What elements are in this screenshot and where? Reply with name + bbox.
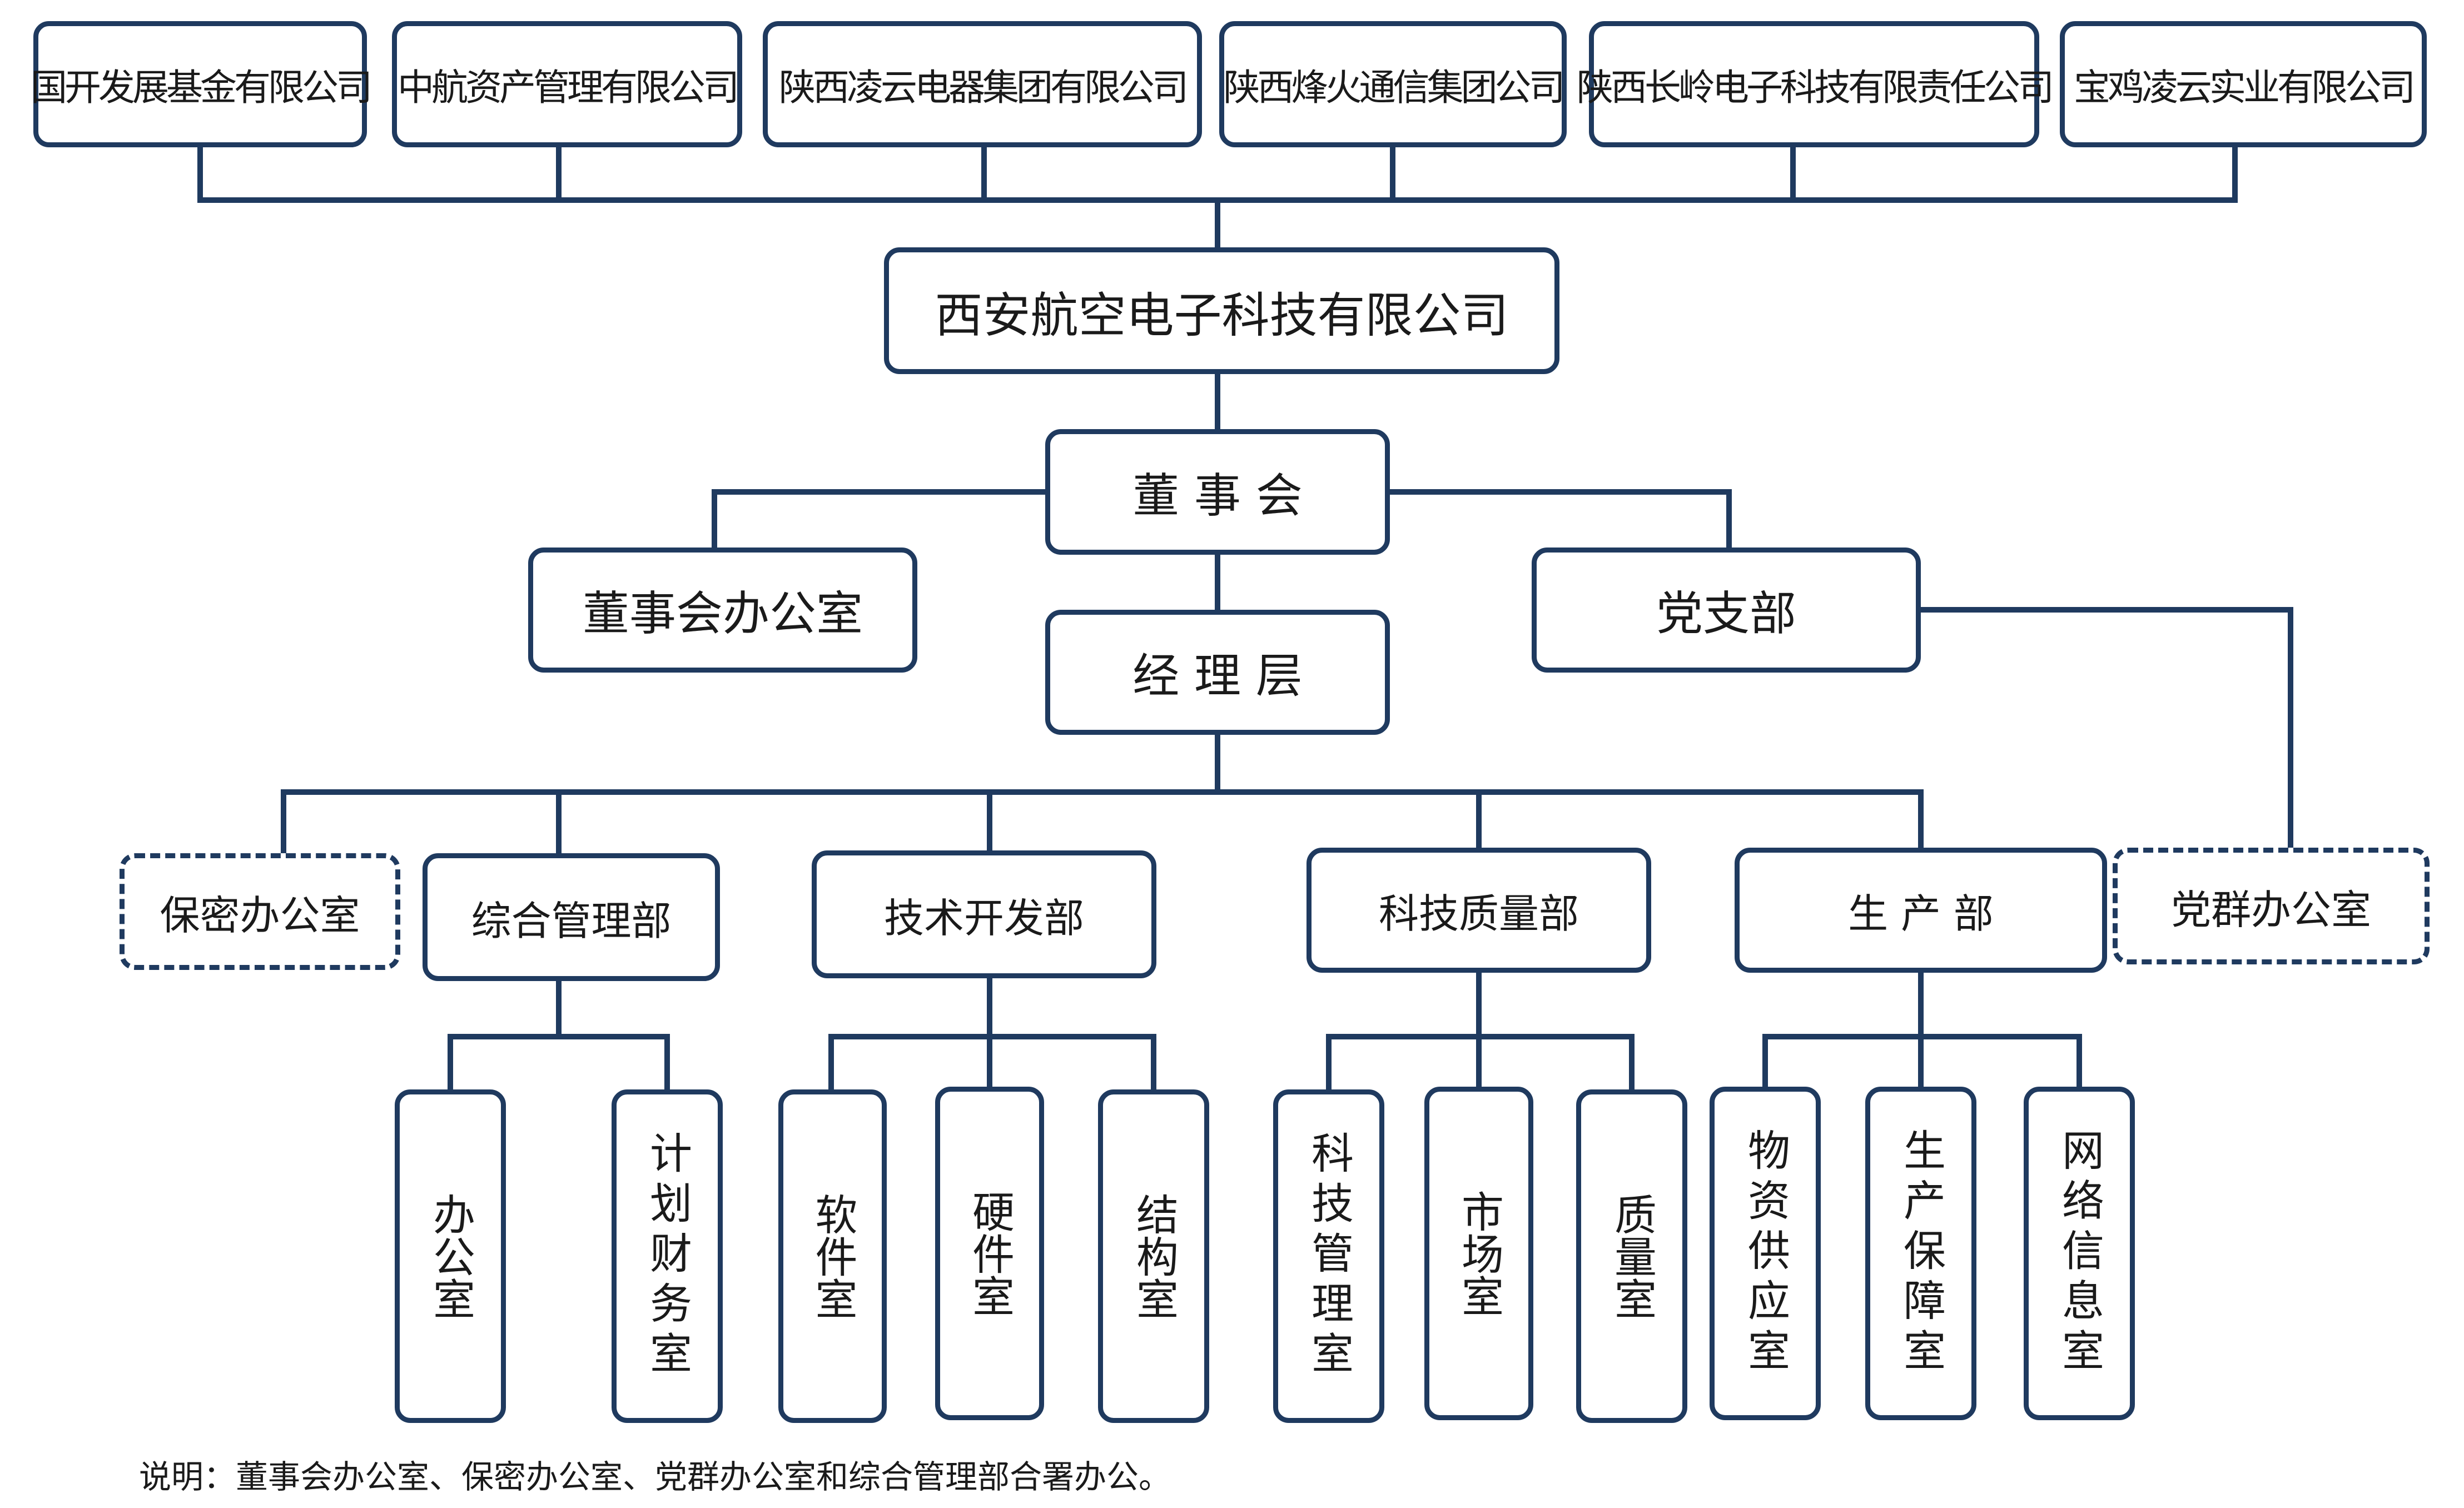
office-box: 硬件室 — [935, 1087, 1044, 1420]
office-box: 生产保障室 — [1865, 1087, 1976, 1420]
office-box: 办公室 — [395, 1089, 506, 1423]
shareholder-box: 中航资产管理有限公司 — [392, 21, 742, 147]
office-box: 市场室 — [1424, 1087, 1533, 1420]
office-box: 结构室 — [1098, 1089, 1209, 1423]
party-branch-box: 党支部 — [1532, 548, 1921, 673]
confidential-office-box: 保密办公室 — [120, 853, 400, 970]
company-box: 西安航空电子科技有限公司 — [884, 247, 1559, 374]
shareholder-box: 陕西凌云电器集团有限公司 — [763, 21, 1202, 147]
office-box: 计划财务室 — [612, 1089, 723, 1423]
management-box: 经 理 层 — [1045, 610, 1390, 735]
shareholder-box: 国开发展基金有限公司 — [31, 21, 372, 147]
board-box: 董 事 会 — [1045, 429, 1390, 555]
board-office-box: 董事会办公室 — [528, 548, 917, 673]
shareholder-box: 陕西烽火通信集团公司 — [1219, 21, 1567, 147]
tech-dev-dept-box: 技术开发部 — [812, 850, 1156, 978]
shareholder-box: 宝鸡凌云实业有限公司 — [2060, 21, 2427, 147]
party-office-box: 党群办公室 — [2113, 848, 2430, 964]
office-box: 质量室 — [1576, 1089, 1687, 1423]
footnote: 说明：董事会办公室、保密办公室、党群办公室和综合管理部合署办公。 — [139, 1458, 1171, 1496]
office-box: 物资供应室 — [1710, 1087, 1821, 1420]
general-dept-box: 综合管理部 — [423, 853, 720, 981]
office-box: 科技管理室 — [1273, 1089, 1384, 1423]
production-dept-box: 生 产 部 — [1735, 848, 2107, 973]
sci-quality-dept-box: 科技质量部 — [1306, 848, 1651, 973]
office-box: 软件室 — [778, 1089, 887, 1423]
shareholder-box: 陕西长岭电子科技有限责任公司 — [1577, 21, 2054, 147]
office-box: 网络信息室 — [2024, 1087, 2135, 1420]
